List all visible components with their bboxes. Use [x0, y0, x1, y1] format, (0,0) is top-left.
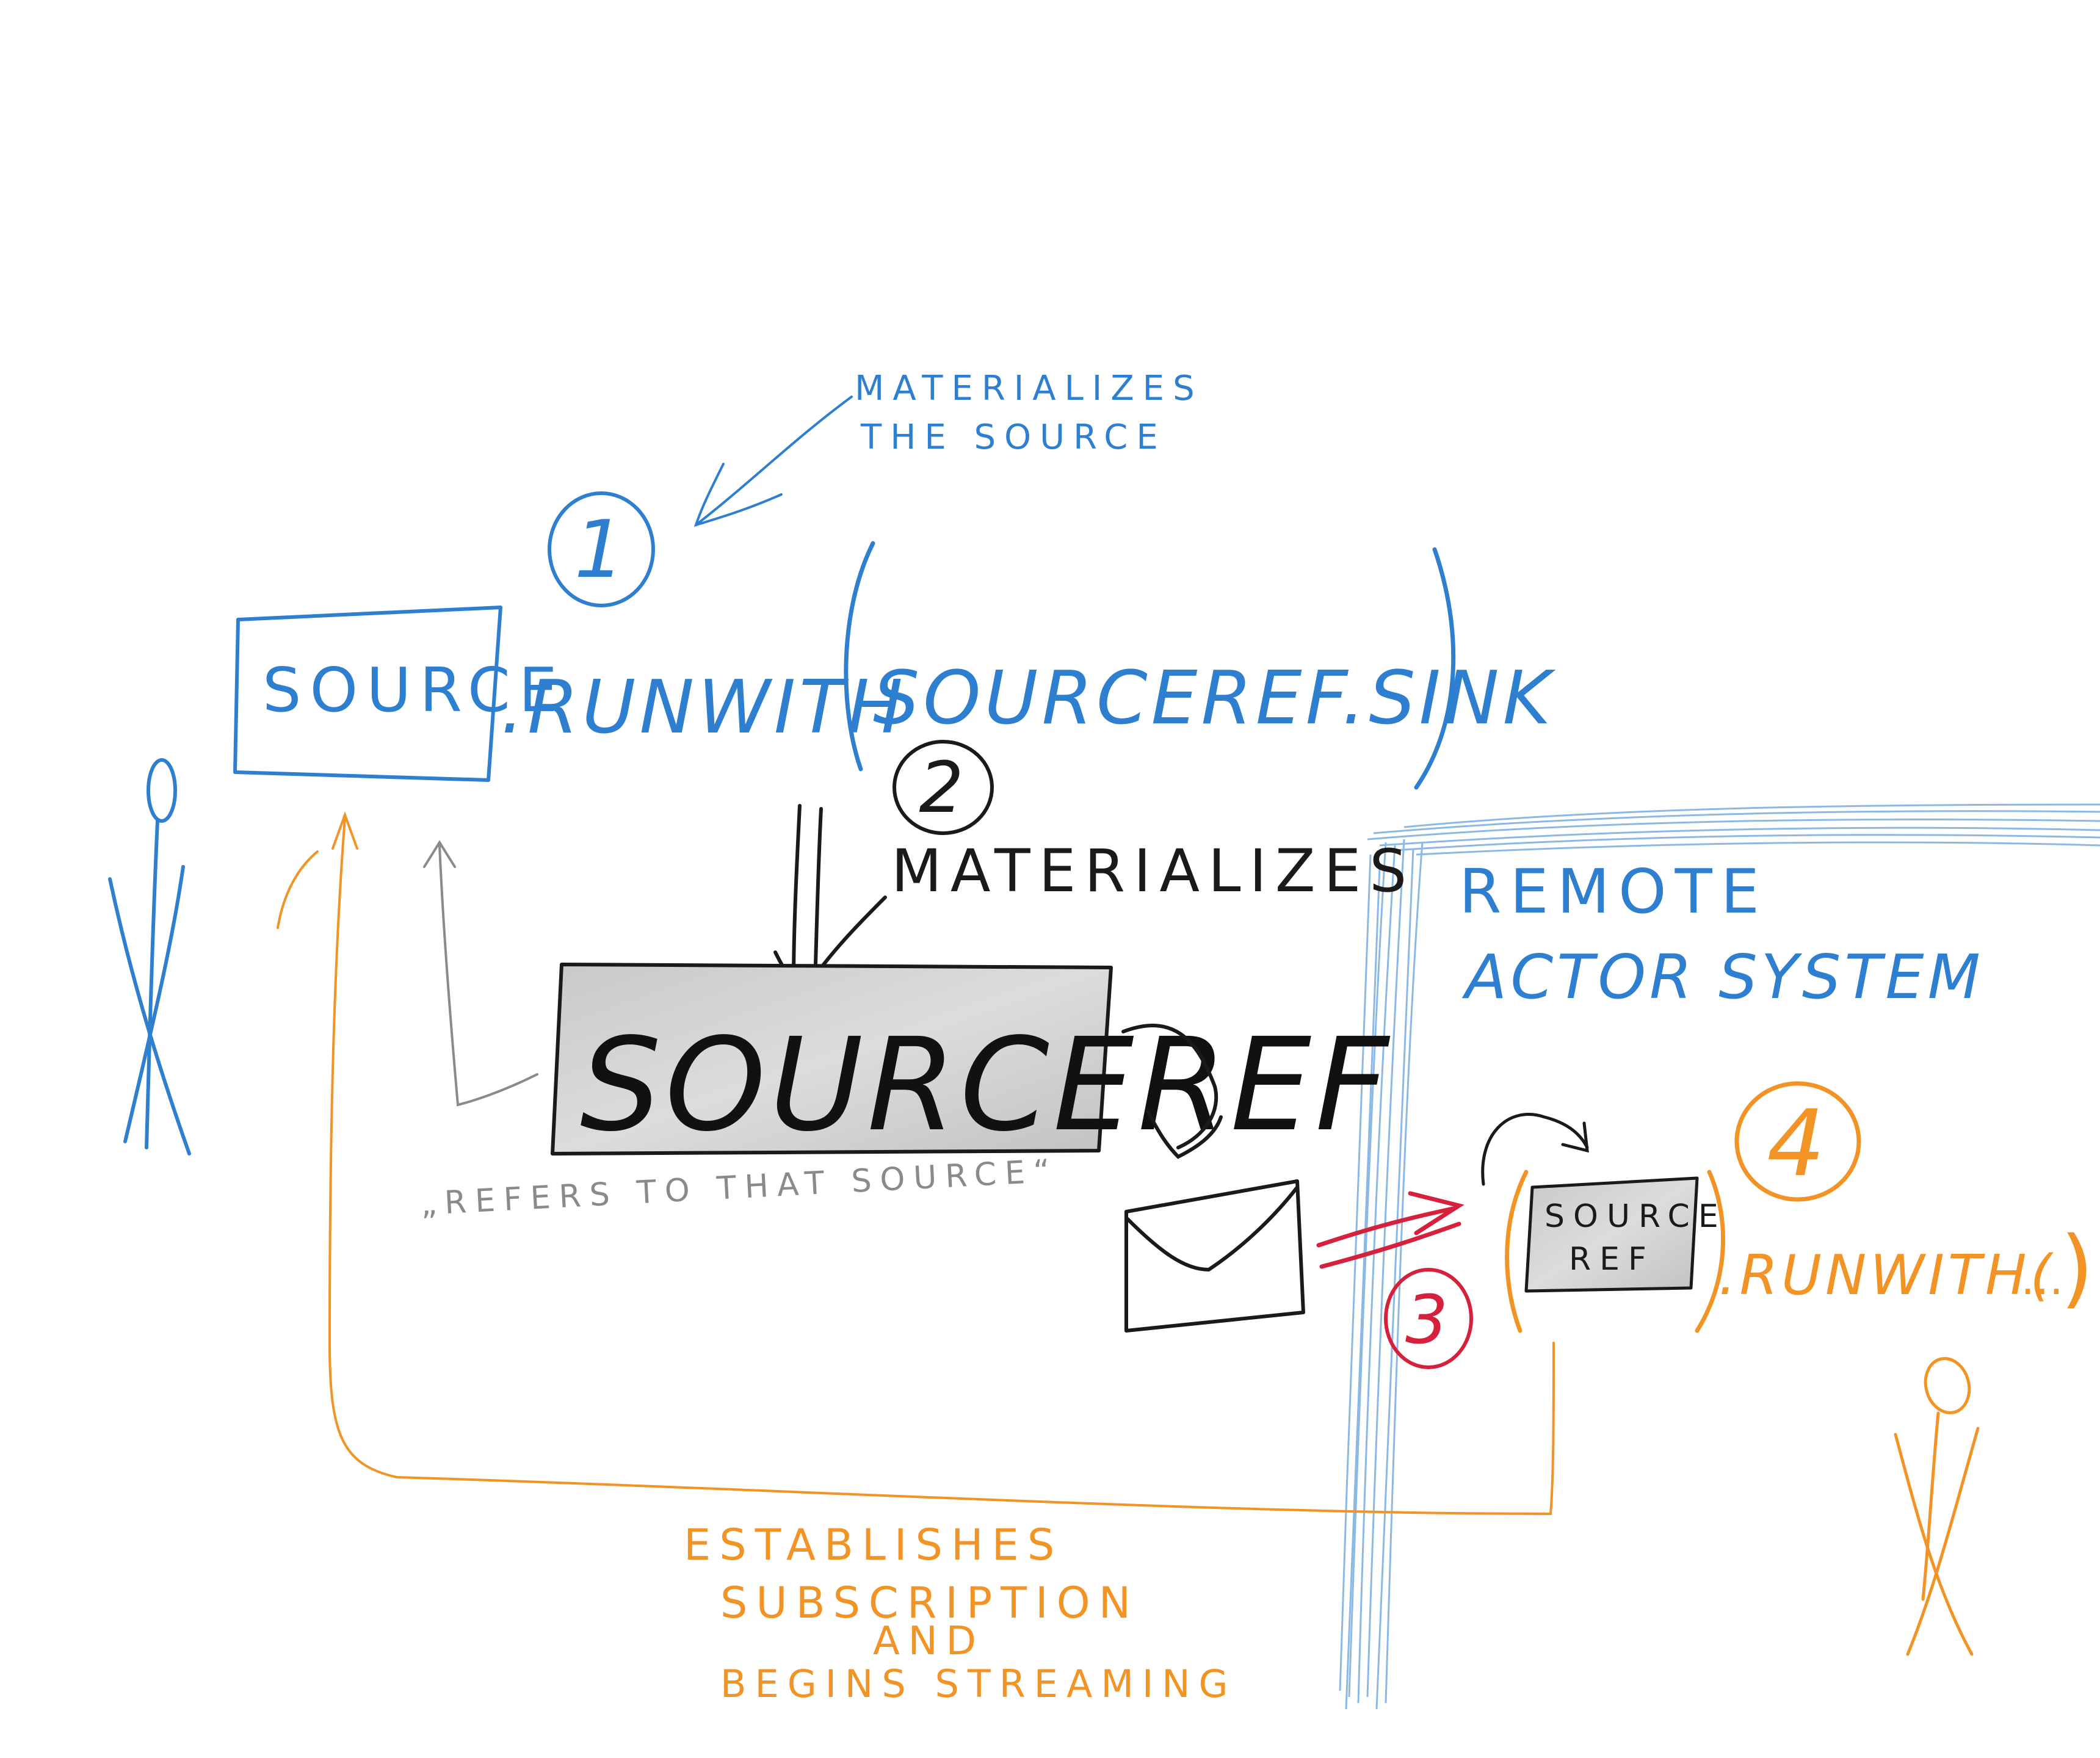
remote-expression: SOURCE REF .RUNWITH( … ) [1505, 1170, 2094, 1333]
orange-note-line-3: AND [873, 1619, 985, 1664]
remote-user-figure [1894, 1357, 1980, 1656]
remote-run-with-ellipsis: … [2021, 1254, 2063, 1304]
remote-sourceref-line-1: SOURCE [1544, 1198, 1727, 1235]
sourceref-box: SOURCEREF [551, 963, 1392, 1160]
transfer-arrow [1316, 1191, 1465, 1269]
step-1-number: 1 [574, 503, 629, 596]
orange-note-line-1: ESTABLISHES [684, 1520, 1063, 1570]
orange-note-line-4: BEGINS STREAMING [720, 1662, 1237, 1706]
send-arrow [1121, 1024, 1223, 1159]
step-2-number: 2 [919, 747, 967, 829]
source-box-label: SOURCE [262, 654, 566, 726]
blue-note-arrow [693, 396, 853, 527]
blue-note-line-2: THE SOURCE [860, 418, 1167, 457]
remote-system-boundary [1339, 803, 2100, 1710]
orange-note: ESTABLISHES SUBSCRIPTION AND BEGINS STRE… [684, 1520, 1237, 1706]
subscription-arrow [277, 811, 1555, 1516]
materialize-arrow [773, 804, 887, 991]
refers-arrow [423, 840, 538, 1107]
step-4-number: 4 [1767, 1091, 1828, 1197]
remote-sourceref-box [1524, 1176, 1699, 1293]
remote-system-line-1: REMOTE [1459, 856, 1768, 927]
remote-open-paren [1505, 1170, 1529, 1333]
orange-note-line-2: SUBSCRIPTION [720, 1578, 1139, 1628]
blue-note-line-1: MATERIALIZES [855, 369, 1203, 408]
receive-arrow [1481, 1113, 1589, 1186]
local-user-figure [108, 758, 191, 1156]
run-with-expression: .RUNWITH SOURCEREF.SINK [501, 541, 1556, 790]
run-with-open-paren [844, 541, 875, 772]
remote-system-line-2: ACTOR SYSTEM [1461, 941, 1984, 1013]
refers-note: „REFERS TO THAT SOURCE“ [420, 1152, 1060, 1223]
step-3-marker: 3 [1384, 1268, 1473, 1369]
run-with-close-paren [1414, 547, 1456, 790]
source-box: SOURCE [233, 606, 566, 782]
step-1-marker: 1 [548, 491, 655, 607]
remote-run-with-call: .RUNWITH( [1718, 1243, 2055, 1308]
remote-sourceref-line-2: REF [1569, 1241, 1655, 1278]
materializes-label: MATERIALIZES [891, 837, 1415, 905]
sourceref-box-label: SOURCEREF [580, 1010, 1392, 1160]
step-3-number: 3 [1405, 1281, 1452, 1359]
remote-run-with-end-paren: ) [2060, 1218, 2094, 1318]
envelope-icon [1124, 1179, 1305, 1333]
run-with-argument: SOURCEREF.SINK [873, 656, 1556, 741]
remote-close-paren [1695, 1170, 1726, 1333]
step-4-marker: 4 [1734, 1081, 1861, 1202]
step-2-marker: 2 [892, 740, 994, 835]
run-with-call: .RUNWITH [501, 665, 907, 750]
